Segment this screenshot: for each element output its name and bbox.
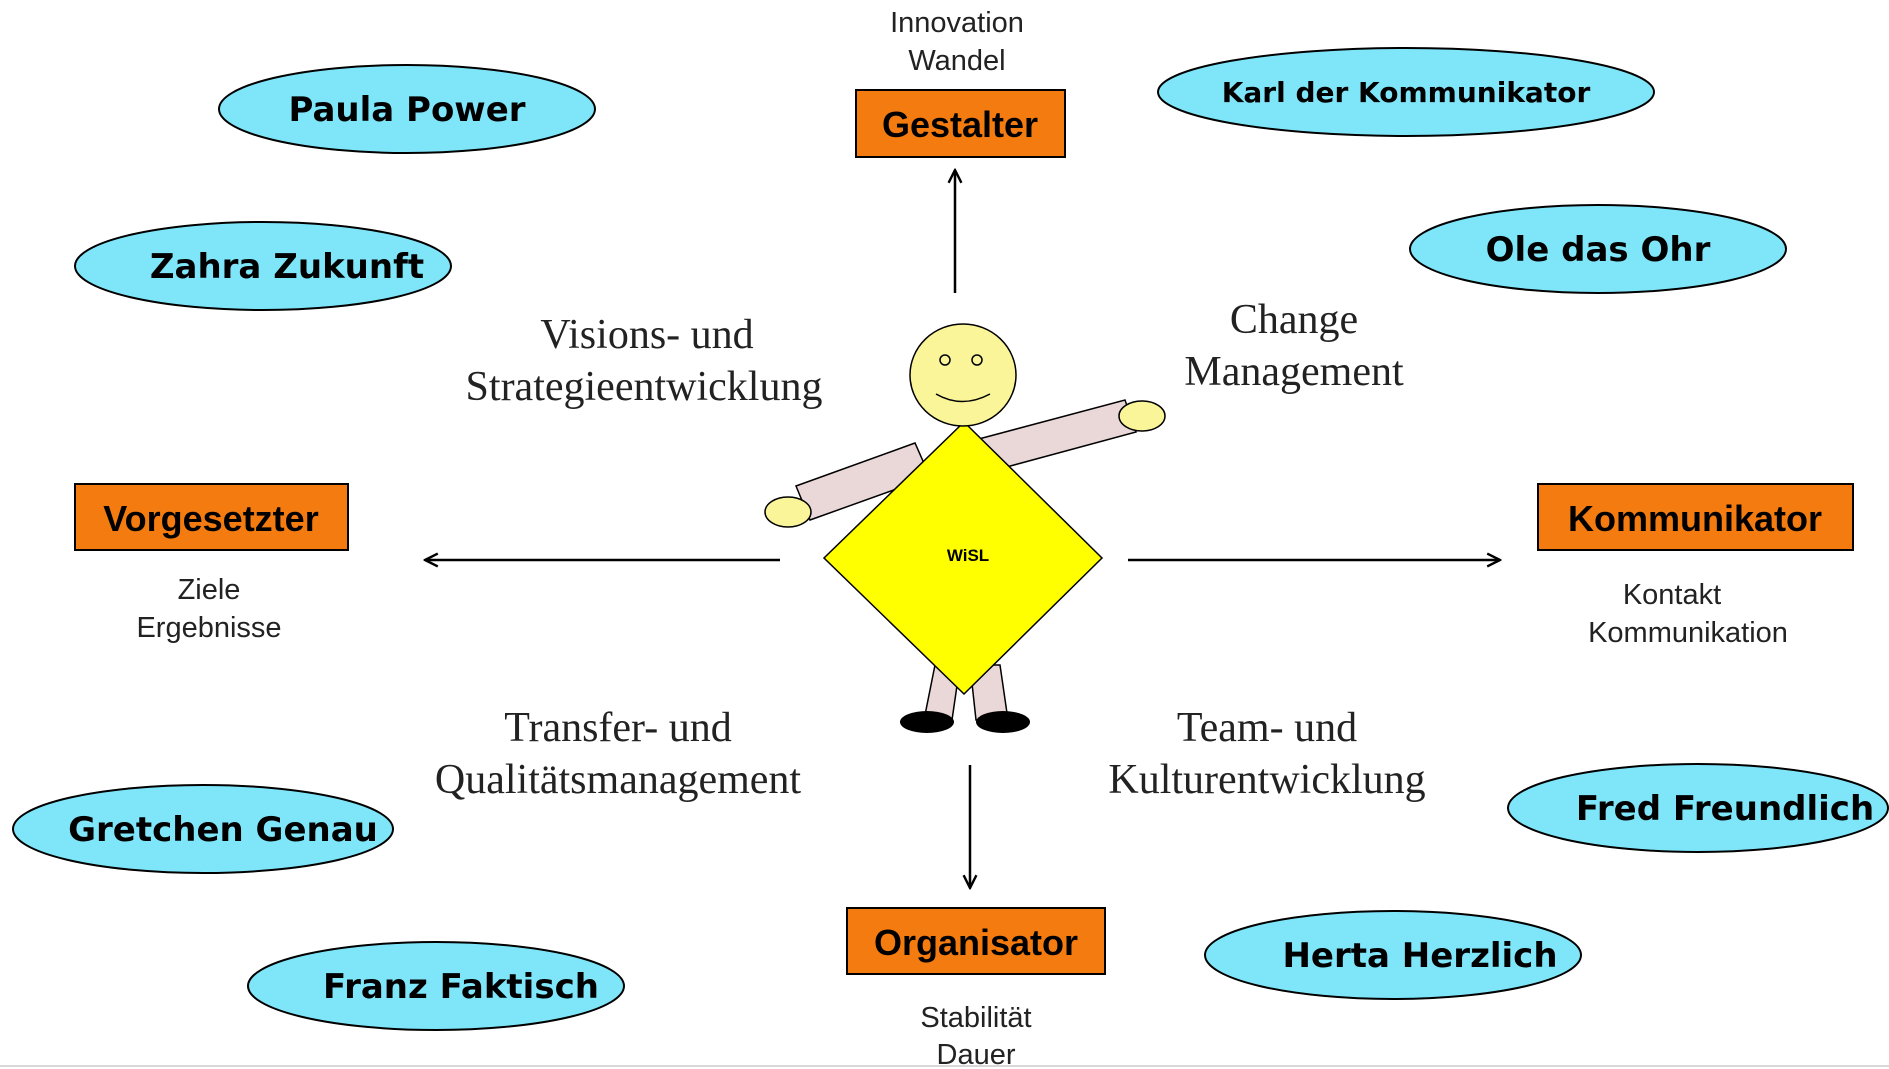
theme-bottom-left-line1: Transfer- und xyxy=(504,705,731,751)
person-herta: Herta Herzlich xyxy=(1204,910,1582,1000)
theme-bottom-right: Team- und Kulturentwicklung xyxy=(1108,705,1425,803)
person-franz: Franz Faktisch xyxy=(247,941,625,1031)
person-fred-label: Fred Freundlich xyxy=(1576,789,1874,829)
theme-top-right: Change Management xyxy=(1184,297,1404,395)
right-shoe xyxy=(976,711,1030,733)
person-paula: Paula Power xyxy=(218,64,596,154)
role-top-sub2: Wandel xyxy=(908,45,1005,77)
figure-body-diamond xyxy=(822,420,1104,696)
person-ole-label: Ole das Ohr xyxy=(1486,230,1711,270)
figure-head xyxy=(909,323,1017,427)
role-right-label: Kommunikator xyxy=(1568,498,1822,539)
theme-top-left: Visions- und Strategieentwicklung xyxy=(466,312,823,410)
person-franz-label: Franz Faktisch xyxy=(323,967,599,1007)
figure-legs xyxy=(900,664,1030,733)
role-right: Kommunikator Kontakt Kommunikation xyxy=(1537,483,1854,649)
role-right-sub2: Kommunikation xyxy=(1588,617,1788,649)
theme-bottom-right-line2: Kulturentwicklung xyxy=(1108,757,1425,803)
center-label: WiSL xyxy=(947,546,989,565)
theme-top-left-line1: Visions- und xyxy=(540,312,753,358)
person-karl: Karl der Kommunikator xyxy=(1157,47,1655,137)
role-top: Innovation Wandel Gestalter xyxy=(855,7,1066,158)
role-right-sub1: Kontakt xyxy=(1623,579,1721,611)
role-top-sub1: Innovation xyxy=(890,7,1024,39)
wisl-figure: WiSL xyxy=(764,323,1166,733)
role-bottom: Organisator Stabilität Dauer xyxy=(846,907,1106,1069)
left-hand xyxy=(764,496,812,528)
person-gretchen: Gretchen Genau xyxy=(12,784,394,874)
role-left-sub2: Ergebnisse xyxy=(136,612,281,644)
role-bottom-sub1: Stabilität xyxy=(920,1002,1031,1034)
role-top-label: Gestalter xyxy=(882,104,1038,145)
figure-arms xyxy=(764,399,1166,528)
theme-top-right-line1: Change xyxy=(1230,297,1358,343)
theme-bottom-left: Transfer- und Qualitätsmanagement xyxy=(435,705,802,803)
person-karl-label: Karl der Kommunikator xyxy=(1222,76,1591,109)
role-left-sub1: Ziele xyxy=(178,574,241,606)
theme-top-left-line2: Strategieentwicklung xyxy=(466,364,823,410)
left-eye xyxy=(939,354,951,366)
right-eye xyxy=(971,354,983,366)
theme-bottom-right-line1: Team- und xyxy=(1177,705,1357,751)
theme-bottom-left-line2: Qualitätsmanagement xyxy=(435,757,802,803)
right-hand xyxy=(1118,400,1166,432)
role-left-label: Vorgesetzter xyxy=(103,498,318,539)
person-zahra-label: Zahra Zukunft xyxy=(150,247,424,287)
person-fred: Fred Freundlich xyxy=(1507,763,1889,853)
person-ole: Ole das Ohr xyxy=(1409,204,1787,294)
left-shoe xyxy=(900,711,954,733)
role-bottom-sub2: Dauer xyxy=(937,1039,1016,1069)
theme-top-right-line2: Management xyxy=(1184,349,1404,395)
person-paula-label: Paula Power xyxy=(288,90,525,130)
smile xyxy=(935,393,991,403)
person-zahra: Zahra Zukunft xyxy=(74,221,452,311)
person-herta-label: Herta Herzlich xyxy=(1282,936,1557,976)
role-left: Vorgesetzter Ziele Ergebnisse xyxy=(74,483,349,644)
person-gretchen-label: Gretchen Genau xyxy=(68,810,378,850)
role-bottom-label: Organisator xyxy=(874,922,1078,963)
